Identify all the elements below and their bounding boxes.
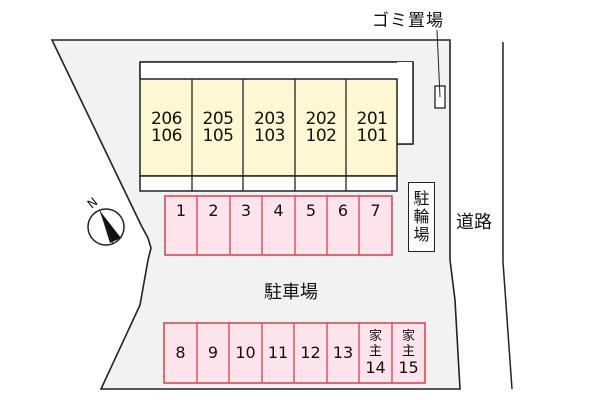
unit-201-101: 201 101: [347, 108, 397, 148]
unit-lower: 101: [356, 126, 388, 146]
parking-number: 8: [175, 342, 186, 362]
parking-number: 10: [235, 342, 256, 362]
bicycle-parking-char: 場: [413, 225, 430, 244]
bicycle-parking-char: 駐: [413, 189, 430, 208]
parking-lot-label: 駐車場: [264, 282, 318, 303]
parking-space-3: 3: [240, 201, 252, 220]
unit-206-106: 206 106: [141, 108, 192, 148]
bicycle-parking: 駐 輪 場: [408, 182, 435, 252]
parking-space-8: 8: [164, 324, 197, 382]
north-compass-icon: [87, 208, 125, 246]
parking-space-2: 2: [208, 201, 219, 220]
parking-space-12: 12: [294, 324, 327, 382]
unit-203-103: 203 103: [244, 108, 295, 148]
parking-number: 13: [332, 342, 354, 362]
unit-205-105: 205 105: [193, 108, 243, 148]
parking-space-14: 家 主 14: [359, 324, 392, 382]
parking-space-10: 10: [229, 324, 262, 382]
parking-space-5: 5: [305, 201, 317, 220]
parking-space-15: 家 主 15: [392, 324, 425, 382]
parking-number: 11: [267, 342, 289, 362]
unit-upper: 206: [151, 109, 182, 129]
unit-upper: 205: [202, 109, 234, 129]
owner-mark: 家: [368, 328, 382, 344]
parking-number: 9: [207, 342, 219, 362]
unit-upper: 201: [356, 109, 388, 129]
unit-upper: 203: [254, 109, 285, 129]
owner-mark: 主: [368, 343, 382, 359]
parking-number: 15: [398, 357, 419, 377]
parking-space-11: 11: [262, 324, 294, 382]
unit-lower: 106: [151, 126, 182, 146]
owner-mark: 家: [401, 328, 415, 344]
parking-space-4: 4: [273, 201, 284, 220]
garbage-area-label: ゴミ置場: [372, 11, 444, 31]
unit-lower: 102: [305, 126, 337, 146]
unit-lower: 105: [202, 126, 234, 146]
parking-space-6: 6: [337, 201, 349, 220]
parking-space-9: 9: [197, 324, 229, 382]
unit-lower: 103: [254, 126, 285, 146]
parking-space-13: 13: [327, 324, 359, 382]
parking-space-7: 7: [370, 201, 381, 220]
road-label: 道路: [456, 212, 492, 233]
parking-space-1: 1: [175, 201, 187, 220]
unit-202-102: 202 102: [296, 108, 346, 148]
owner-mark: 主: [401, 343, 415, 359]
bicycle-parking-char: 輪: [413, 207, 430, 226]
unit-upper: 202: [305, 109, 337, 129]
road-edge-left: [502, 42, 513, 390]
parking-number: 12: [300, 342, 321, 362]
parking-number: 14: [365, 357, 386, 377]
